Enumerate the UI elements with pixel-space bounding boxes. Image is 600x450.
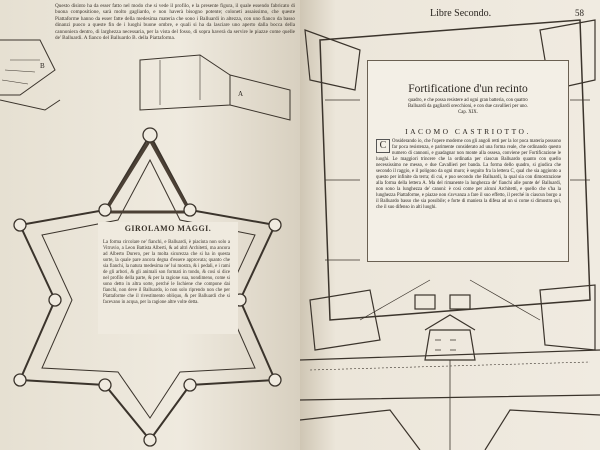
running-head: Libre Secondo. <box>430 8 492 19</box>
author-heading: IACOMO CASTRIOTTO. <box>405 127 531 136</box>
text-panel: Fortificatione d'un recinto quadro, e ch… <box>367 60 569 262</box>
drop-cap: C <box>376 139 390 153</box>
right-page: Libre Secondo. 58 Fortificatione d'un re… <box>300 0 600 450</box>
figure-label-a: A <box>238 90 244 98</box>
chapter-subtitle: quadro, e che possa resistere ad ogni gr… <box>407 98 528 115</box>
top-paragraph: Questo disinto ha da esser fatto nel mod… <box>55 3 295 42</box>
author-paragraph: La forma circolare ne' fianchi, e Ballua… <box>103 240 230 305</box>
chapter-title: Fortificatione d'un recinto <box>408 83 528 95</box>
square-fortress-illustration <box>300 19 600 450</box>
figure-label-b: B <box>40 62 45 70</box>
author-heading: GIROLAMO MAGGI. <box>124 224 212 233</box>
page-number: 58 <box>575 8 584 18</box>
fortress-plan-illustration <box>0 39 291 447</box>
body-text: Onsiderando io, che l'opere moderne con … <box>376 139 561 210</box>
left-page: Questo disinto ha da esser fatto nel mod… <box>0 0 300 450</box>
